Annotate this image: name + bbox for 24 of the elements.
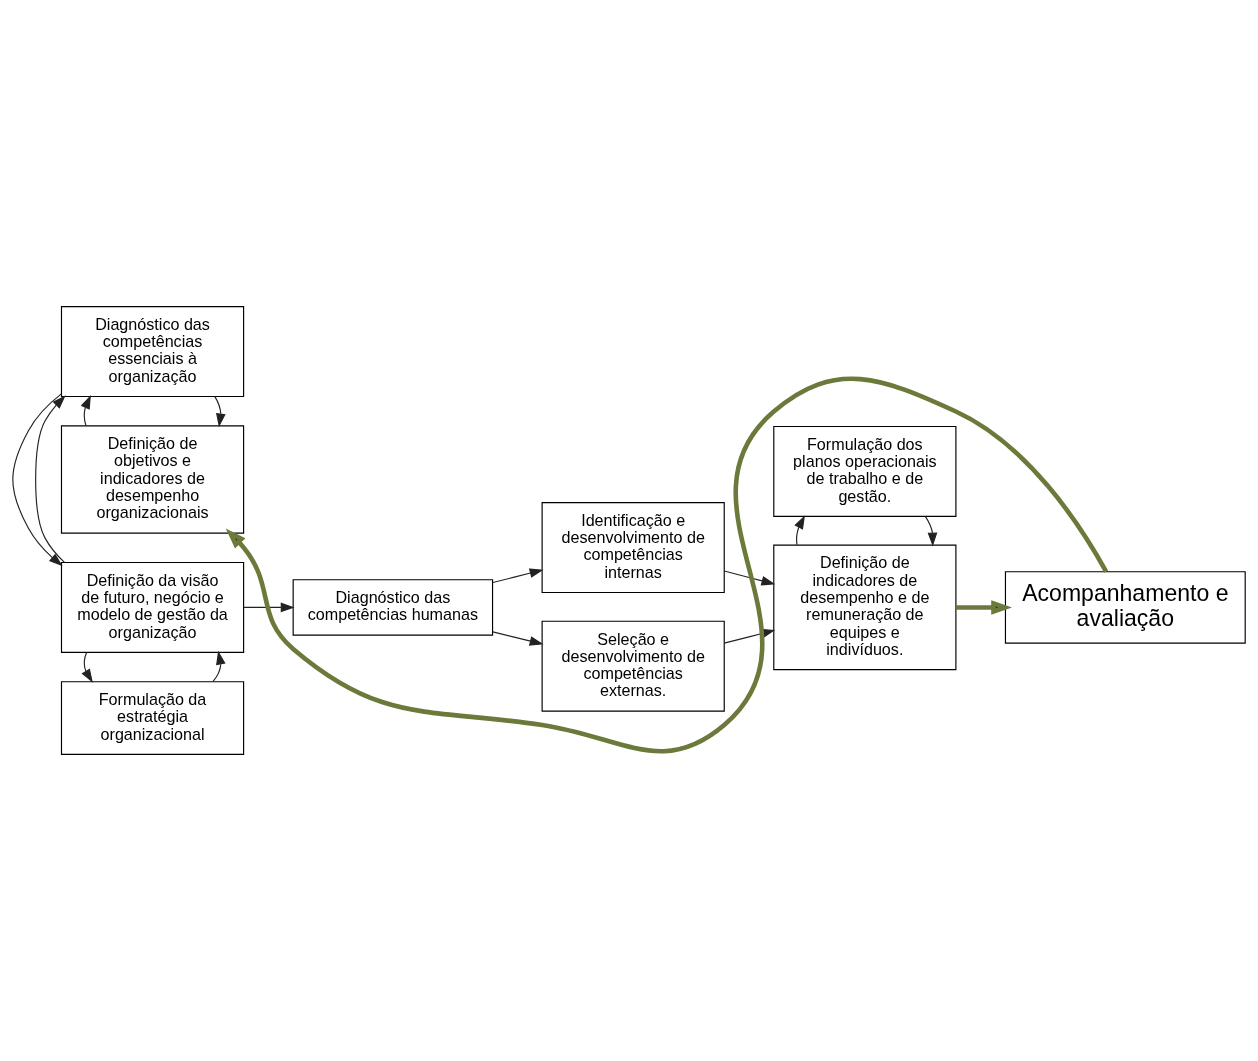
node-box: Definição de indicadores de desempenho e de remuneração de equipes e indivíduos. — [773, 544, 957, 671]
node-box: Seleção e desenvolvimento de competências externas. — [541, 620, 725, 712]
arrow — [492, 568, 544, 584]
node-box: Formulação dos planos operacionais de trabalho e de gestão. — [773, 425, 957, 517]
arrow — [492, 631, 544, 646]
node-box: Diagnóstico das competências humanas — [292, 579, 494, 636]
arrow — [955, 600, 1012, 615]
node-box: Formulação da estratégia organizacional — [60, 681, 245, 755]
node-box: Identificação e desenvolvimento de competências internas — [541, 501, 725, 594]
arrow — [80, 395, 91, 427]
node-box: Definição da visão de futuro, negócio e modelo de gestão da organização — [60, 561, 245, 653]
arrow — [723, 570, 776, 586]
node-box: Definição de objetivos e indicadores de desempenho organizacionais — [60, 425, 245, 534]
arrow — [924, 516, 938, 547]
arrow — [12, 393, 63, 567]
node-box: Acompanhamento e avaliação — [1004, 571, 1246, 644]
arrow — [225, 376, 1109, 754]
arrow — [35, 395, 66, 563]
arrow — [81, 651, 93, 683]
node-box: Diagnóstico das competências essenciais à organização — [60, 306, 245, 398]
arrow — [212, 650, 226, 682]
arrow — [794, 515, 805, 546]
arrow — [243, 602, 295, 613]
arrow — [214, 396, 226, 428]
